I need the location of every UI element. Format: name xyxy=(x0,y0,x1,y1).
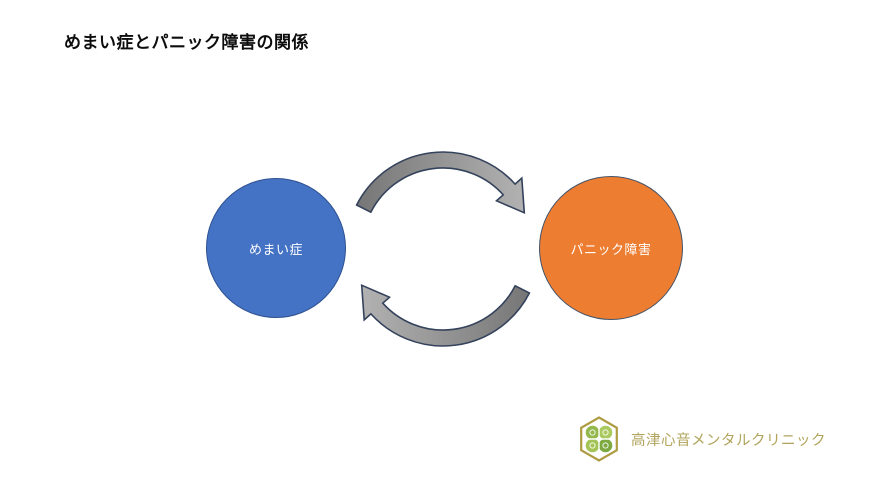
node-vertigo-label: めまい症 xyxy=(248,241,303,257)
clinic-logo-name: 高津心音メンタルクリニック xyxy=(631,432,826,449)
node-vertigo-circle: めまい症 xyxy=(206,178,346,318)
clinic-logo: 高津心音メンタルクリニック xyxy=(577,416,826,462)
slide-title: めまい症とパニック障害の関係 xyxy=(64,33,309,52)
node-panic-disorder-label: パニック障害 xyxy=(570,241,652,257)
arrow-bottom-clockwise-icon xyxy=(360,283,531,347)
node-panic-disorder-circle: パニック障害 xyxy=(539,176,683,320)
arrow-top-clockwise-icon xyxy=(355,151,526,215)
clinic-logo-hexagon-clover-icon xyxy=(580,416,618,462)
